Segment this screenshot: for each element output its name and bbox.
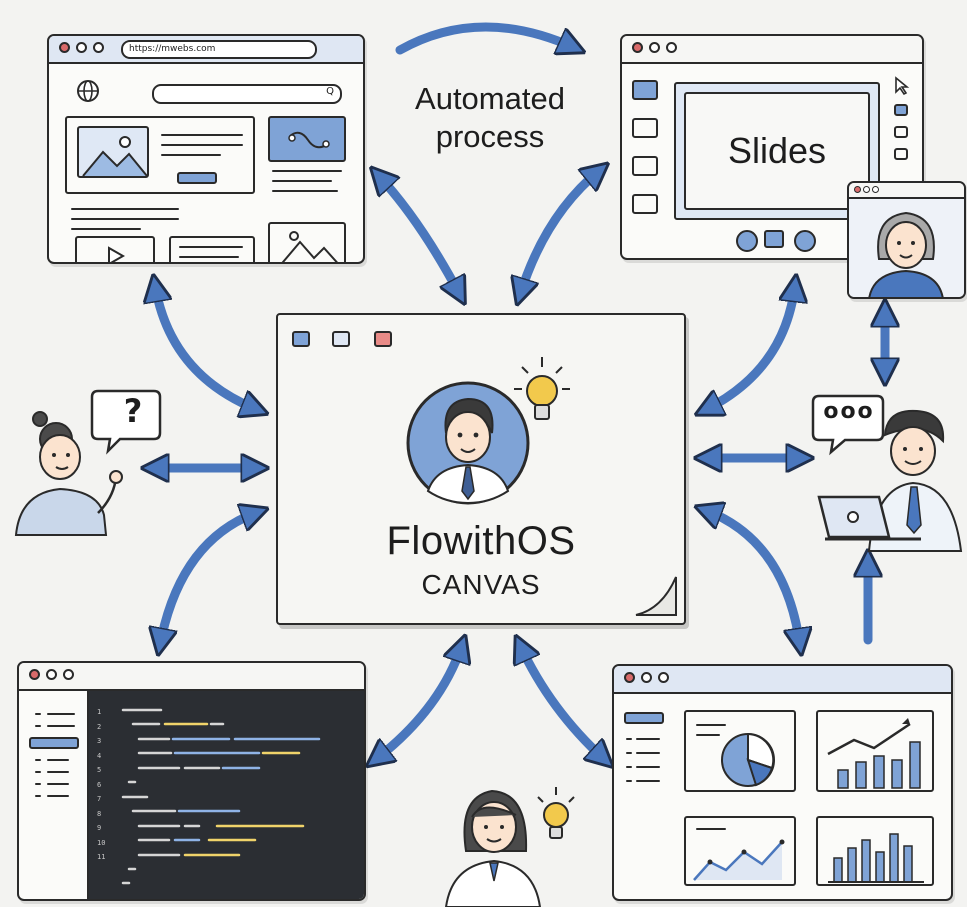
- arrow-canvas-dashboard: [520, 645, 605, 760]
- slide-thumb-2[interactable]: [632, 118, 658, 138]
- arrow-canvas-code: [375, 645, 462, 760]
- lightbulb-icon: [537, 787, 575, 839]
- automated-process-label: Automated process: [380, 80, 600, 156]
- canvas-subtitle: CANVAS: [421, 569, 541, 600]
- video-call-window: [847, 181, 966, 299]
- dashboard-window: [612, 664, 953, 901]
- code-lines: [121, 708, 321, 885]
- minimize-dot[interactable]: [46, 669, 57, 680]
- tool-image[interactable]: [894, 148, 908, 160]
- automated-line-1: Automated: [415, 81, 565, 116]
- minimize-dot[interactable]: [649, 42, 660, 53]
- arrow-slides-canvas: [520, 170, 600, 295]
- cursor-icon[interactable]: [892, 76, 912, 96]
- slide-thumb-3[interactable]: [632, 156, 658, 176]
- globe-icon: [77, 80, 99, 102]
- canvas-tool-3[interactable]: [374, 331, 392, 347]
- mountain-image: [268, 222, 346, 262]
- link-icon: [288, 131, 330, 149]
- image-icon: [281, 231, 338, 262]
- close-dot[interactable]: [632, 42, 643, 53]
- video-titlebar: [849, 183, 964, 199]
- automated-line-2: process: [435, 119, 545, 154]
- read-more-button[interactable]: [177, 172, 217, 184]
- user-laptop: [817, 409, 963, 552]
- user-idea: [444, 787, 575, 907]
- lightbulb-icon: [514, 357, 570, 420]
- bar-chart-card[interactable]: [816, 710, 934, 792]
- flowithos-canvas[interactable]: FlowithOS CANVAS: [276, 313, 686, 625]
- maximize-dot[interactable]: [63, 669, 74, 680]
- next-button[interactable]: [794, 230, 816, 252]
- close-dot[interactable]: [59, 42, 70, 53]
- page-curl: [635, 576, 677, 616]
- arrow-browser-canvas: [378, 175, 460, 295]
- line-chart-icon: [693, 839, 785, 881]
- browser-titlebar: https://mwebs.com: [49, 36, 363, 64]
- line-chart-card[interactable]: [684, 816, 796, 886]
- url-bar[interactable]: https://mwebs.com: [121, 40, 317, 59]
- help-bubble-text: ?: [123, 392, 143, 430]
- canvas-title: FlowithOS: [386, 519, 576, 563]
- prev-button[interactable]: [736, 230, 758, 252]
- editor-titlebar: [19, 663, 364, 691]
- maximize-dot[interactable]: [658, 672, 669, 683]
- arrow-browser-to-slides: [395, 22, 575, 50]
- canvas-tool-1[interactable]: [292, 331, 310, 347]
- browser-window: https://mwebs.com Q: [47, 34, 365, 264]
- user-question: [14, 389, 162, 536]
- pie-chart-card[interactable]: [684, 710, 796, 792]
- minimize-dot[interactable]: [76, 42, 87, 53]
- chat-bubble-text: ooo: [823, 399, 875, 424]
- laptop-icon: [817, 495, 921, 541]
- search-hint: Q: [326, 86, 334, 97]
- play-button[interactable]: [764, 230, 784, 248]
- close-dot[interactable]: [29, 669, 40, 680]
- search-bar[interactable]: Q: [152, 84, 342, 104]
- tool-shape[interactable]: [894, 104, 908, 116]
- slides-titlebar: [622, 36, 922, 64]
- url-text: https://mwebs.com: [129, 44, 216, 54]
- image-icon: [82, 136, 148, 177]
- arrow-right-top: [705, 285, 795, 410]
- slides-title: Slides: [727, 130, 827, 171]
- dashboard-titlebar: [614, 666, 951, 694]
- bar-chart-card-2[interactable]: [816, 816, 934, 886]
- arrow-right-bottom: [705, 510, 800, 645]
- bar-chart-icon: [828, 833, 924, 883]
- close-dot[interactable]: [624, 672, 635, 683]
- arrow-left-top: [155, 285, 258, 410]
- user-avatar: [406, 381, 530, 505]
- avatar-woman: [849, 199, 964, 297]
- arrow-left-bottom: [160, 512, 258, 645]
- video-card[interactable]: [75, 236, 155, 262]
- maximize-dot[interactable]: [666, 42, 677, 53]
- slide-canvas[interactable]: Slides: [684, 92, 870, 210]
- play-icon: [108, 246, 126, 262]
- slides-window: Slides: [620, 34, 924, 260]
- bar-chart-icon: [827, 718, 921, 789]
- banner-image: [268, 116, 346, 162]
- text-card: [169, 236, 255, 262]
- slide-thumb-1[interactable]: [632, 80, 658, 100]
- minimize-dot[interactable]: [641, 672, 652, 683]
- canvas-tool-2[interactable]: [332, 331, 350, 347]
- slide-frame: Slides: [674, 82, 880, 220]
- tool-text[interactable]: [894, 126, 908, 138]
- dash-nav-active[interactable]: [624, 712, 664, 724]
- pie-chart-icon: [721, 732, 775, 787]
- slide-thumb-4[interactable]: [632, 194, 658, 214]
- sidebar-file-active[interactable]: [29, 737, 79, 749]
- image-placeholder: [77, 126, 149, 178]
- chat-bubble: [811, 394, 885, 456]
- maximize-dot[interactable]: [93, 42, 104, 53]
